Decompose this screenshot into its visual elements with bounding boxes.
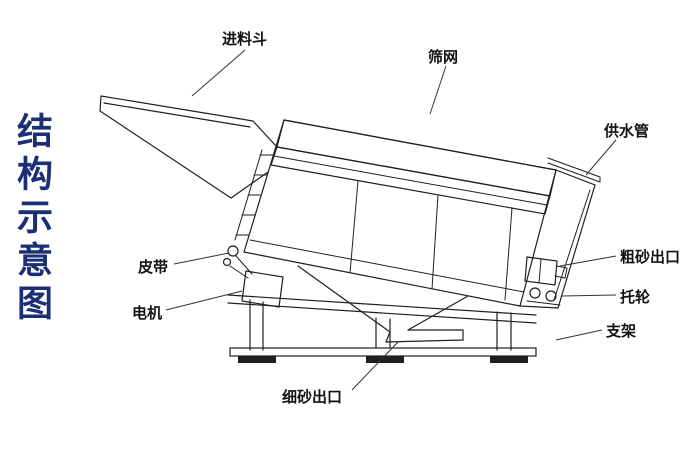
label-stand: 支架 — [606, 324, 637, 340]
label-support-roller: 托轮 — [620, 290, 651, 306]
left-end-ladder-shape — [234, 149, 274, 241]
belt-shape — [222, 245, 253, 279]
discharge-end-shape — [519, 169, 596, 309]
leader-lines — [165, 49, 617, 391]
label-belt: 皮带 — [138, 260, 169, 276]
label-motor: 电机 — [132, 306, 163, 322]
support-roller-shape — [526, 287, 561, 306]
base-shape — [229, 347, 537, 363]
drum-body-shape — [243, 119, 557, 307]
label-feed-hopper: 进料斗 — [222, 32, 268, 48]
label-fine-sand-outlet: 细砂出口 — [282, 390, 343, 406]
coarse-outlet-shape — [524, 256, 568, 286]
label-screen-mesh: 筛网 — [428, 50, 459, 66]
motor-shape — [241, 270, 284, 308]
feed-hopper-shape — [99, 95, 277, 199]
diagram-title: 结构示意图 — [12, 112, 52, 327]
frame-shape — [227, 294, 537, 351]
water-pipe-shape — [547, 157, 601, 183]
label-coarse-sand-outlet: 粗砂出口 — [620, 250, 681, 266]
fine-outlet-shape — [297, 265, 469, 343]
screen-mesh-shape — [270, 119, 557, 215]
label-water-pipe: 供水管 — [604, 124, 650, 140]
